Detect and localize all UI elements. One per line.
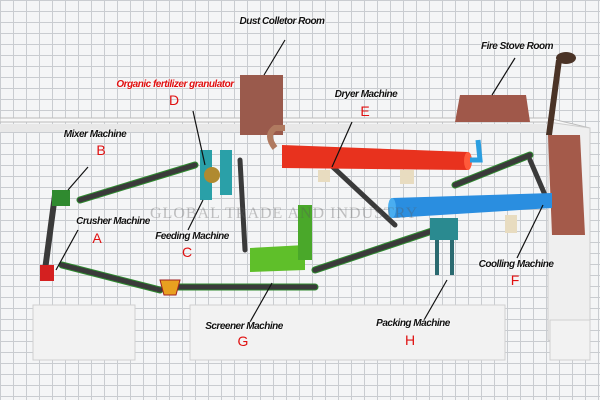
screener-letter: G <box>237 333 249 349</box>
chimney <box>546 60 562 135</box>
front-wall-right <box>549 319 591 361</box>
chimney-cap <box>556 52 576 64</box>
feeding-label: Feeding Machine <box>155 231 229 242</box>
cooling-label: Coolling Machine <box>478 259 554 270</box>
feeding-machine <box>159 279 181 296</box>
cooling-machine <box>388 193 552 233</box>
dryer-letter: E <box>360 103 370 119</box>
screener-machine <box>250 205 312 272</box>
cooling-letter: F <box>510 272 520 288</box>
granulator-letter: D <box>168 92 180 108</box>
fire-stove-room <box>455 95 530 122</box>
dryer-machine <box>267 125 483 184</box>
packing-label: Packing Machine <box>376 318 450 329</box>
crusher-label: Crusher Machine <box>76 216 150 227</box>
mixer-letter: B <box>96 142 106 158</box>
packing-letter: H <box>404 332 416 348</box>
front-wall-middle <box>189 304 506 361</box>
fire-stove-room-label: Fire Stove Room <box>481 41 553 52</box>
leader-lines <box>55 39 544 323</box>
mixer-label: Mixer Machine <box>63 129 127 140</box>
feeding-letter: C <box>181 244 193 260</box>
mixer-machine <box>52 190 70 206</box>
dust-collector-room-label: Dust Colletor Room <box>239 16 325 27</box>
dryer-label: Dryer Machine <box>334 89 398 100</box>
screener-label: Screener Machine <box>205 321 283 332</box>
crusher-machine <box>40 265 54 281</box>
front-wall-left <box>32 304 136 361</box>
watermark: GLOBAL TRADE AND INDUSTRY <box>150 205 419 222</box>
brick-room-right <box>548 135 585 235</box>
granulator <box>200 150 232 200</box>
packing-machine <box>430 218 458 275</box>
granulator-label: Organic fertilizer granulator <box>116 79 234 90</box>
crusher-letter: A <box>92 230 102 246</box>
